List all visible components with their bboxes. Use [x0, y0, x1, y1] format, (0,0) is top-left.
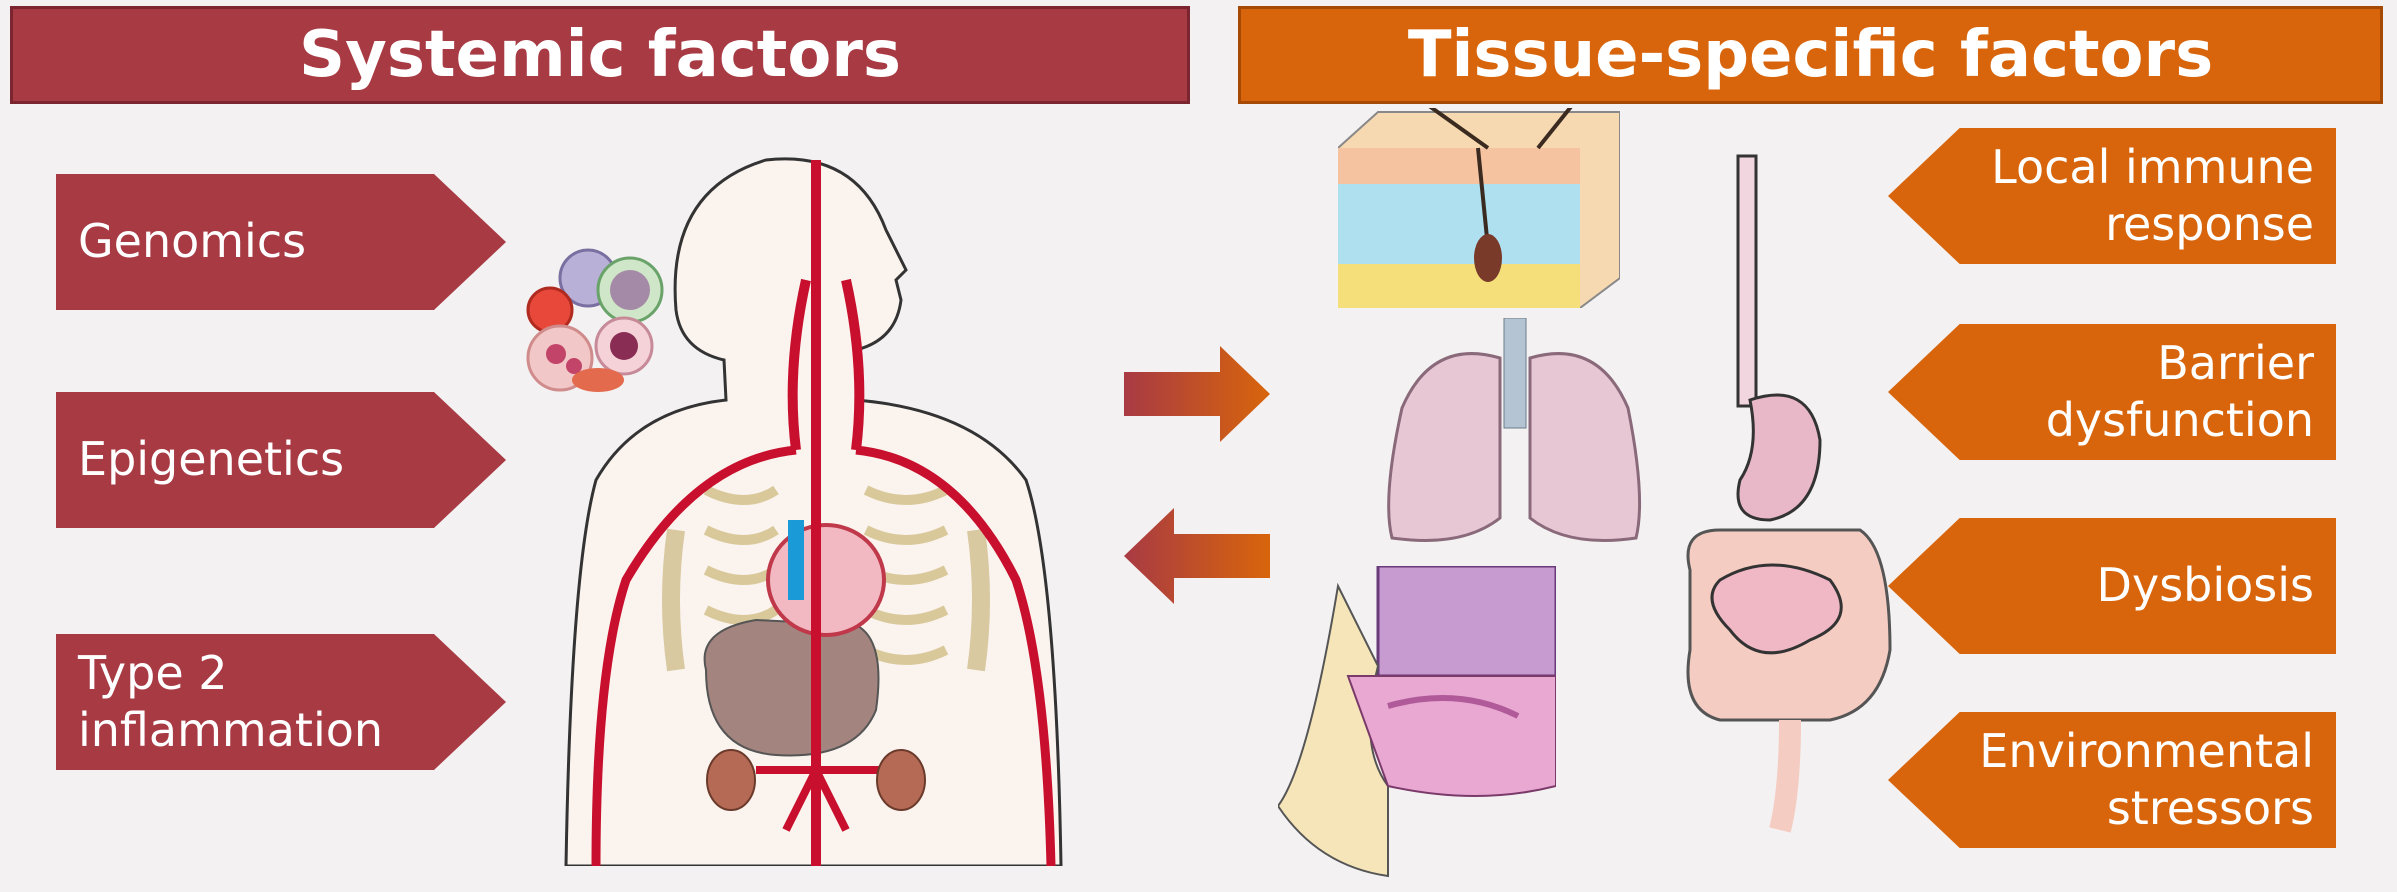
systemic-factors-header: Systemic factors [10, 6, 1190, 104]
factor-tag-environmental-stressors: Environmental stressors [1888, 712, 2336, 848]
factor-tag-genomics: Genomics [56, 174, 506, 310]
human-circulatory-system-illustration [556, 150, 1096, 866]
factor-label: Type 2 inflammation [78, 645, 408, 760]
skin-cross-section-illustration [1338, 108, 1620, 308]
factor-label: Barrier dysfunction [2014, 335, 2314, 450]
factor-label: Local immune response [1984, 139, 2314, 254]
factor-tag-type2-inflammation: Type 2 inflammation [56, 634, 506, 770]
factor-tag-local-immune-response: Local immune response [1888, 128, 2336, 264]
factor-tag-epigenetics: Epigenetics [56, 392, 506, 528]
arrow-right-icon [1124, 346, 1270, 442]
tissue-specific-factors-header: Tissue-specific factors [1238, 6, 2383, 104]
factor-label: Environmental stressors [1974, 723, 2314, 838]
factor-label: Genomics [78, 213, 306, 271]
gastrointestinal-tract-illustration [1660, 150, 1910, 840]
lungs-illustration [1382, 318, 1646, 544]
factor-label: Epigenetics [78, 431, 344, 489]
factor-label: Dysbiosis [2097, 557, 2314, 615]
factor-tag-barrier-dysfunction: Barrier dysfunction [1888, 324, 2336, 460]
arrow-left-icon [1124, 508, 1270, 604]
factor-tag-dysbiosis: Dysbiosis [1888, 518, 2336, 654]
nasal-cavity-illustration [1278, 566, 1556, 892]
